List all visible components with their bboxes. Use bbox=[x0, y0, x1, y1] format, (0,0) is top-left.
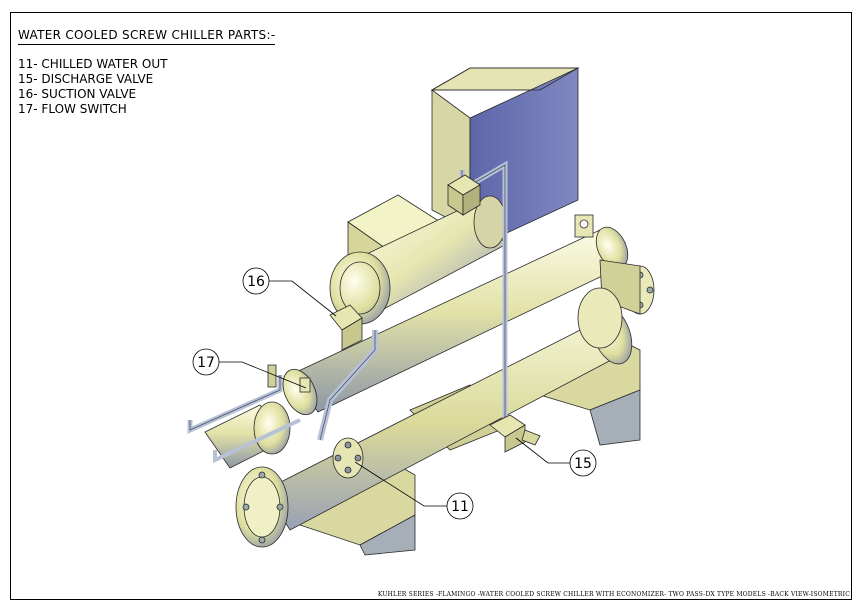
lower-shell bbox=[235, 287, 633, 548]
part-item-17: 17- FLOW SWITCH bbox=[18, 102, 127, 116]
part-item-16: 16- SUCTION VALVE bbox=[18, 87, 137, 101]
suction-valve bbox=[329, 304, 363, 351]
callout-11-label: 11 bbox=[451, 499, 469, 515]
legend-title: WATER COOLED SCREW CHILLER PARTS:- bbox=[18, 28, 276, 45]
callout-17-label: 17 bbox=[197, 355, 215, 371]
drawing-frame bbox=[10, 12, 852, 600]
upper-shell bbox=[282, 214, 629, 416]
chilled-water-out-flange bbox=[332, 437, 364, 479]
part-item-11: 11- CHILLED WATER OUT bbox=[18, 57, 168, 71]
callout-16 bbox=[242, 267, 337, 317]
callout-15-label: 15 bbox=[574, 456, 592, 472]
callout-17 bbox=[192, 348, 307, 389]
parts-list: 11- CHILLED WATER OUT 15- DISCHARGE VALV… bbox=[18, 57, 275, 117]
discharge-valve bbox=[489, 414, 541, 453]
top-valve bbox=[447, 174, 481, 216]
economizer-vessel bbox=[204, 401, 291, 469]
parts-legend: WATER COOLED SCREW CHILLER PARTS:- 11- C… bbox=[18, 24, 276, 117]
drawing-footer-caption: KUHLER SERIES -FLAMINGO -WATER COOLED SC… bbox=[377, 591, 850, 598]
compressor bbox=[329, 194, 507, 325]
callout-11 bbox=[354, 461, 474, 520]
callout-15 bbox=[515, 437, 597, 477]
callout-16-label: 16 bbox=[247, 274, 265, 290]
part-item-15: 15- DISCHARGE VALVE bbox=[18, 72, 154, 86]
